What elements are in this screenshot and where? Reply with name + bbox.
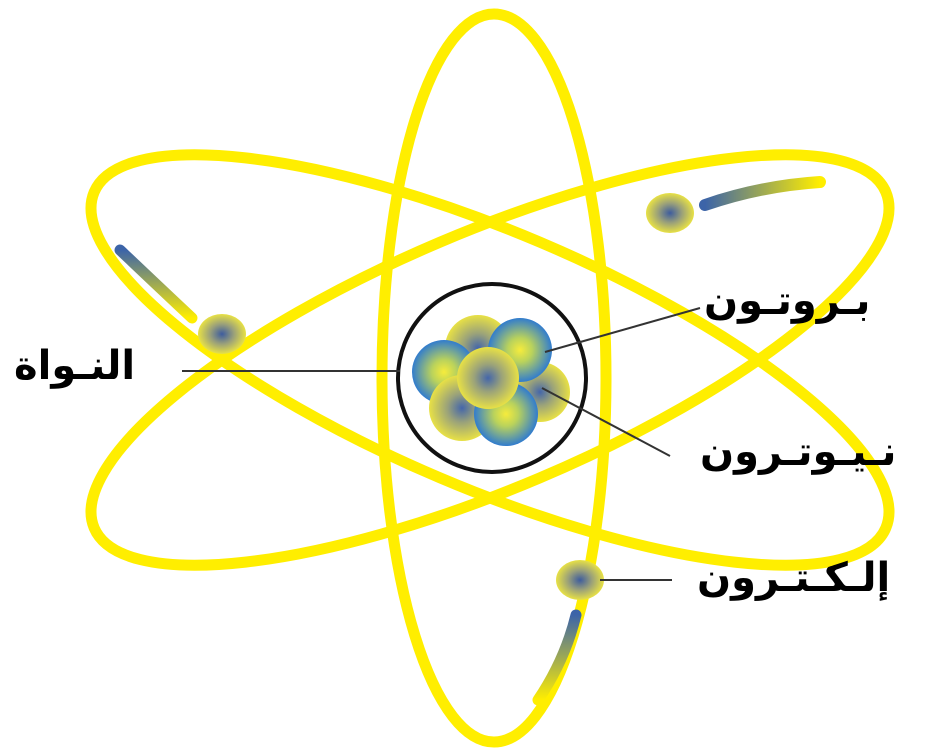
neutron-particle [457,347,519,409]
electron-trail-upper-right [705,182,820,205]
proton-label: بـروتـون [704,281,870,321]
electron-left [198,314,246,354]
electron-bottom [556,560,604,600]
electron-upper-right [646,193,694,233]
neutron-label: نـيـوتـرون [700,432,896,472]
nucleus-label: النـواة [14,346,135,386]
electron-label: إلـكـتـرون [697,558,890,598]
